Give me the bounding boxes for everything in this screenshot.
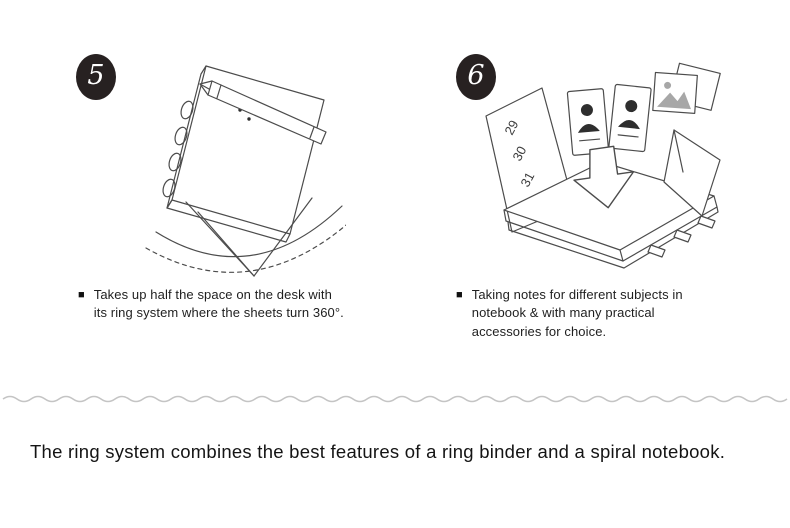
spiral-notebook-pen-illustration — [145, 65, 346, 277]
bullet-square-icon: ■ — [78, 289, 85, 301]
feature-6-text-block: ■ Taking notes for different subjects in… — [456, 286, 714, 341]
wavy-divider — [2, 395, 788, 403]
feature-6-text: Taking notes for different subjects in n… — [471, 287, 683, 339]
spiral-rings-icon — [162, 100, 194, 198]
step-6-badge: 6 — [456, 54, 496, 100]
photo-stack-icon — [652, 62, 721, 114]
page-number-29: 29 — [501, 118, 521, 138]
page-number-30: 30 — [509, 144, 529, 164]
feature-5-text: Takes up half the space on the desk with… — [93, 287, 344, 321]
feature-5-text-block: ■ Takes up half the space on the desk wi… — [78, 286, 346, 323]
down-arrow-icon — [573, 145, 635, 209]
flip-motion-lines-icon — [145, 197, 346, 277]
notebook-icon — [166, 65, 325, 243]
step-6-number: 6 — [467, 60, 485, 91]
index-tabs-icon — [647, 215, 716, 258]
divider-page-icon — [663, 129, 721, 217]
step-5-badge: 5 — [76, 54, 116, 100]
bottom-caption: The ring system combines the best featur… — [30, 441, 726, 462]
step-5-number: 5 — [87, 60, 105, 91]
subject-card-icon-2 — [608, 83, 652, 153]
page-number-31: 31 — [517, 170, 537, 190]
pen-icon — [199, 80, 327, 145]
bullet-square-icon: ■ — [456, 289, 463, 301]
notebook-accessories-illustration: 29 30 31 — [485, 62, 721, 269]
subject-card-icon — [566, 88, 610, 156]
